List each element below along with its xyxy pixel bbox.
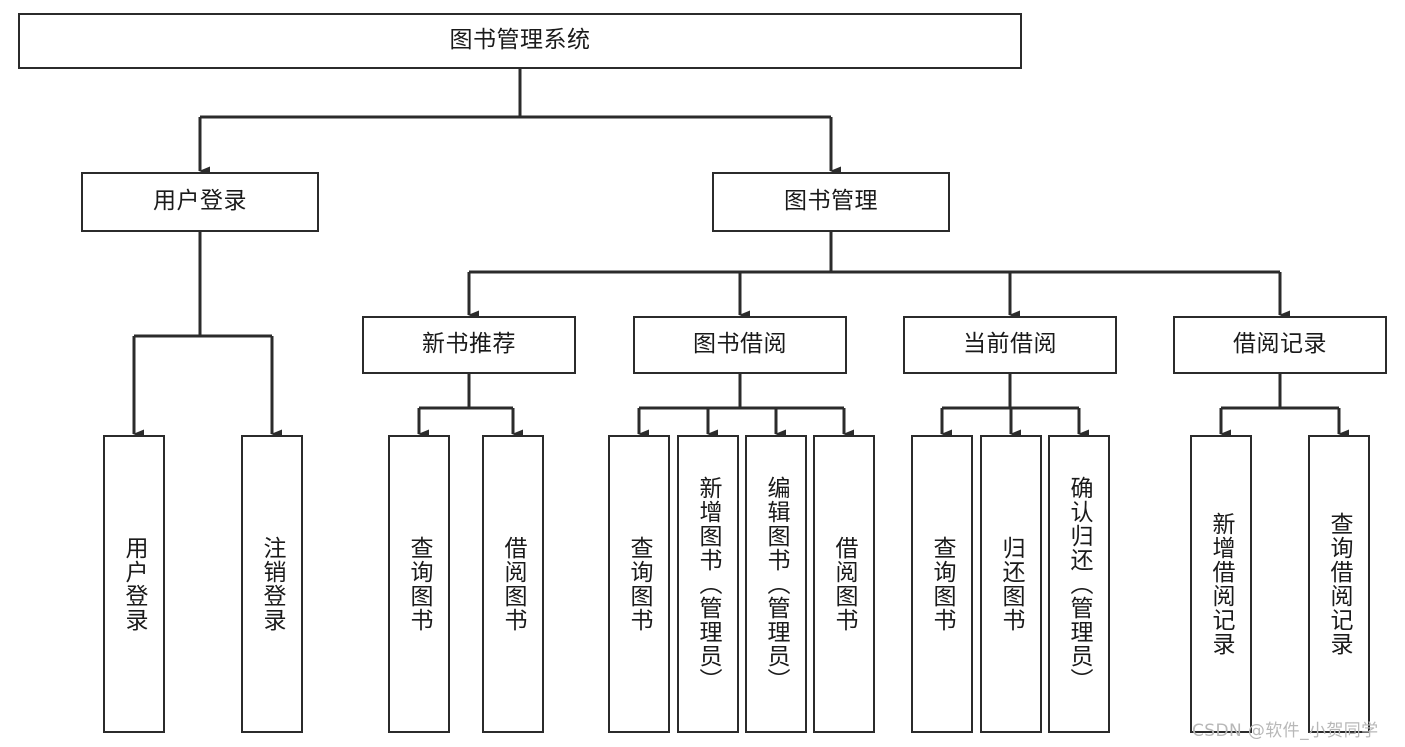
node-label-current-borrow: 当前借阅 <box>963 331 1057 358</box>
node-leaf-query-borrow-record[interactable]: 查询借阅记录 <box>1308 435 1370 733</box>
node-label-new-book-recommend: 新书推荐 <box>422 331 516 358</box>
node-leaf-return-book[interactable]: 归还图书 <box>980 435 1042 733</box>
node-label-leaf-query-borrow-record: 查询借阅记录 <box>1326 512 1353 656</box>
node-label-leaf-user-login: 用户登录 <box>121 536 148 632</box>
node-label-book-borrow: 图书借阅 <box>693 331 787 358</box>
node-leaf-add-book-admin[interactable]: 新增图书（管理员） <box>677 435 739 733</box>
node-leaf-user-login[interactable]: 用户登录 <box>103 435 165 733</box>
node-label-leaf-query-book-3: 查询图书 <box>929 536 956 632</box>
node-label-leaf-edit-book-admin: 编辑图书（管理员） <box>763 476 790 692</box>
node-label-leaf-borrow-book-2: 借阅图书 <box>831 536 858 632</box>
node-root[interactable]: 图书管理系统 <box>18 13 1022 69</box>
node-label-leaf-borrow-book-1: 借阅图书 <box>500 536 527 632</box>
node-label-leaf-add-borrow-record: 新增借阅记录 <box>1208 512 1235 656</box>
node-leaf-query-book-2[interactable]: 查询图书 <box>608 435 670 733</box>
node-leaf-edit-book-admin[interactable]: 编辑图书（管理员） <box>745 435 807 733</box>
node-book-borrow[interactable]: 图书借阅 <box>633 316 847 374</box>
node-new-book-recommend[interactable]: 新书推荐 <box>362 316 576 374</box>
node-leaf-add-borrow-record[interactable]: 新增借阅记录 <box>1190 435 1252 733</box>
node-book-manage[interactable]: 图书管理 <box>712 172 950 232</box>
node-label-leaf-query-book-1: 查询图书 <box>406 536 433 632</box>
node-label-leaf-add-book-admin: 新增图书（管理员） <box>695 476 722 692</box>
node-label-borrow-record: 借阅记录 <box>1233 331 1327 358</box>
node-current-borrow[interactable]: 当前借阅 <box>903 316 1117 374</box>
node-leaf-query-book-1[interactable]: 查询图书 <box>388 435 450 733</box>
node-label-book-manage: 图书管理 <box>784 188 878 215</box>
node-label-leaf-return-book: 归还图书 <box>998 536 1025 632</box>
node-leaf-confirm-return-admin[interactable]: 确认归还（管理员） <box>1048 435 1110 733</box>
node-leaf-query-book-3[interactable]: 查询图书 <box>911 435 973 733</box>
node-label-leaf-logout: 注销登录 <box>259 536 286 632</box>
node-leaf-borrow-book-2[interactable]: 借阅图书 <box>813 435 875 733</box>
node-label-leaf-query-book-2: 查询图书 <box>626 536 653 632</box>
node-label-leaf-confirm-return-admin: 确认归还（管理员） <box>1066 476 1093 692</box>
node-leaf-logout[interactable]: 注销登录 <box>241 435 303 733</box>
node-label-user-login: 用户登录 <box>153 188 247 215</box>
csdn-watermark: CSDN @软件_小贺同学 <box>1192 721 1379 741</box>
node-user-login[interactable]: 用户登录 <box>81 172 319 232</box>
node-label-root: 图书管理系统 <box>449 27 591 54</box>
node-leaf-borrow-book-1[interactable]: 借阅图书 <box>482 435 544 733</box>
node-borrow-record[interactable]: 借阅记录 <box>1173 316 1387 374</box>
